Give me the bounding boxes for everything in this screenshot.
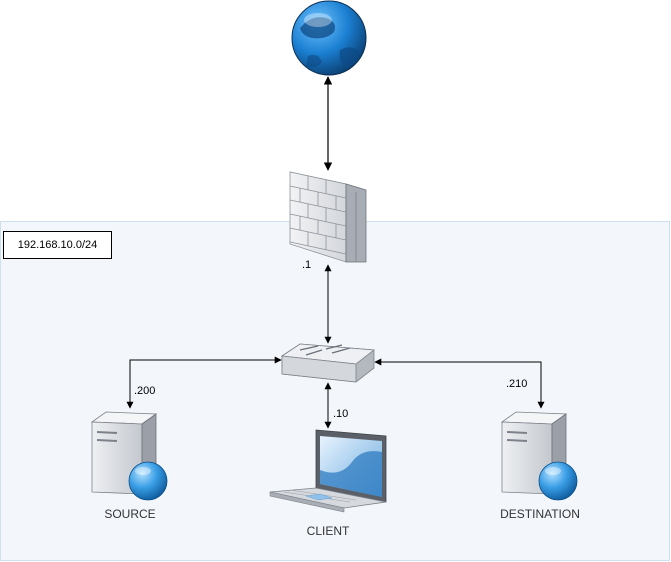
destination-ip-label: .210 bbox=[506, 378, 528, 390]
firewall-icon[interactable] bbox=[289, 171, 367, 263]
firewall-ip-label: .1 bbox=[302, 259, 312, 271]
connector-switch-destination bbox=[374, 358, 545, 409]
destination-caption: DESTINATION bbox=[500, 507, 580, 521]
source-caption: SOURCE bbox=[104, 507, 156, 521]
subnet-label[interactable]: 192.168.10.0/24 bbox=[3, 231, 112, 259]
client-caption: CLIENT bbox=[306, 524, 350, 538]
switch-icon[interactable] bbox=[280, 343, 376, 383]
globe-icon[interactable] bbox=[291, 0, 367, 76]
laptop-icon[interactable] bbox=[269, 429, 387, 513]
server-icon-destination[interactable] bbox=[500, 411, 578, 501]
subnet-label-text: 192.168.10.0/24 bbox=[17, 239, 98, 251]
source-ip-label: .200 bbox=[134, 385, 156, 397]
connector-switch-source bbox=[126, 356, 282, 409]
client-ip-label: .10 bbox=[333, 408, 349, 420]
server-icon-source[interactable] bbox=[90, 411, 168, 501]
